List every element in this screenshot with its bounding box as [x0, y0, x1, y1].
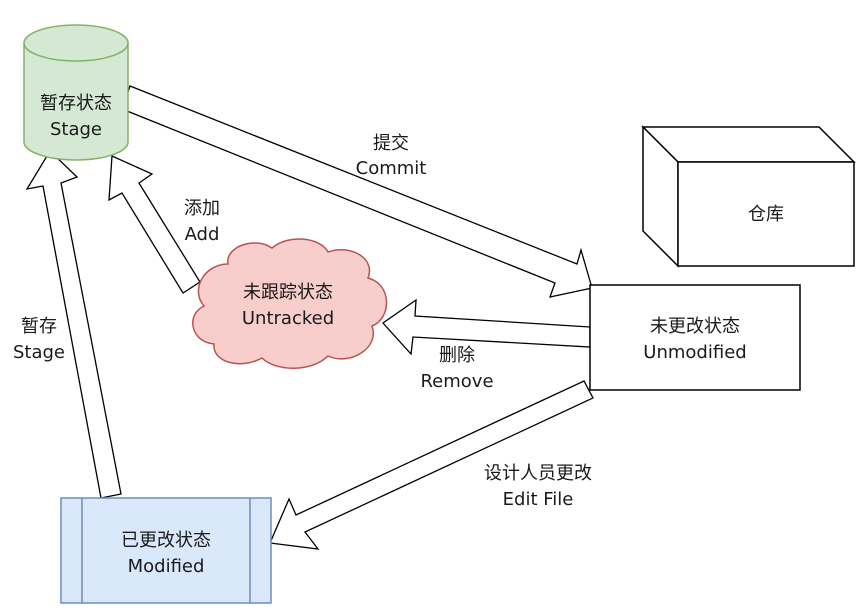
unmodified-node: 未更改状态 Unmodified — [589, 284, 801, 391]
add-label-en: Add — [185, 224, 220, 245]
stage-label-en: Stage — [13, 342, 65, 363]
untracked-node: 未跟踪状态 Untracked — [192, 238, 388, 369]
add-label: 添加 Add — [184, 198, 220, 245]
stage-label-cn: 暂存 — [21, 316, 57, 337]
remove-label-en: Remove — [420, 371, 493, 392]
commit-label: 提交 Commit — [356, 133, 427, 179]
modified-node-subtitle: Modified — [128, 556, 205, 577]
modified-node-title: 已更改状态 — [121, 530, 211, 551]
edit-file-label-cn: 设计人员更改 — [484, 463, 592, 484]
stage-arrow — [25, 149, 122, 499]
add-arrow — [108, 155, 201, 294]
remove-arrow — [382, 298, 591, 356]
edit-file-label-en: Edit File — [503, 489, 574, 510]
commit-label-cn: 提交 — [373, 133, 409, 154]
stage-label: 暂存 Stage — [13, 316, 65, 363]
edit-file-arrow — [269, 380, 594, 550]
edit-file-label: 设计人员更改 Edit File — [484, 463, 592, 510]
unmodified-node-title: 未更改状态 — [650, 316, 740, 337]
repo-node-title: 仓库 — [748, 204, 784, 225]
stage-node-title: 暂存状态 — [40, 93, 112, 114]
untracked-node-subtitle: Untracked — [242, 308, 334, 329]
commit-arrow — [121, 85, 593, 298]
remove-label-cn: 删除 — [439, 345, 475, 366]
add-label-cn: 添加 — [184, 198, 220, 219]
modified-node: 已更改状态 Modified — [60, 497, 272, 604]
stage-node: 暂存状态 Stage — [23, 24, 129, 161]
unmodified-node-subtitle: Unmodified — [643, 342, 746, 363]
untracked-node-title: 未跟踪状态 — [243, 282, 333, 303]
repo-node: 仓库 — [641, 125, 856, 268]
stage-node-subtitle: Stage — [50, 119, 102, 140]
commit-label-en: Commit — [356, 158, 427, 179]
remove-label: 删除 Remove — [420, 345, 493, 392]
